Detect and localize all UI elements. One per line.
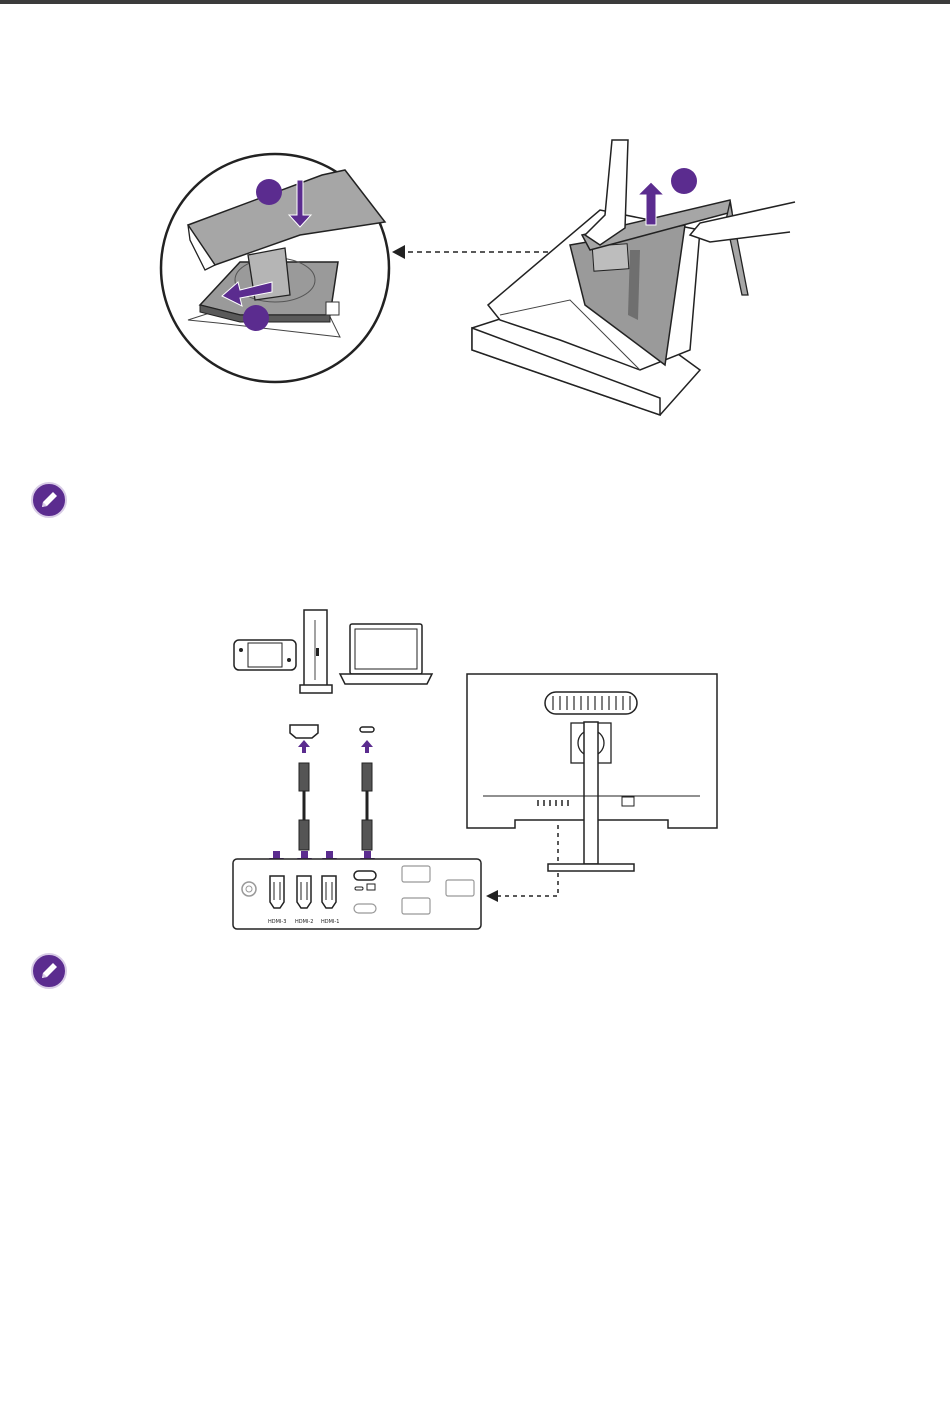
top-rule <box>0 0 950 4</box>
callout-3 <box>671 168 697 194</box>
dashed-arrow-left-icon <box>486 825 558 902</box>
callout-1 <box>256 179 282 205</box>
monitor-face-down <box>472 140 795 415</box>
magnified-view <box>161 154 389 382</box>
hdmi-connector-icon <box>290 725 318 850</box>
pencil-note-icon <box>30 481 68 519</box>
port-label-hdmi-2: HDMI-2 <box>295 919 313 925</box>
desktop-pc-icon <box>300 610 332 693</box>
monitor-rear-view <box>467 674 717 871</box>
game-console-icon <box>234 640 296 670</box>
io-panel: HDMI-3 HDMI-2 HDMI-1 <box>233 859 481 929</box>
port-label-hdmi-1: HDMI-1 <box>321 919 339 925</box>
usb-c-connector-icon <box>360 727 374 850</box>
stand-removal-figure <box>0 130 950 430</box>
laptop-icon <box>340 624 432 684</box>
port-label-hdmi-3: HDMI-3 <box>268 919 286 925</box>
pencil-note-icon <box>30 952 68 990</box>
callout-2 <box>243 305 269 331</box>
connection-figure: HDMI-3 HDMI-2 HDMI-1 <box>0 600 950 940</box>
